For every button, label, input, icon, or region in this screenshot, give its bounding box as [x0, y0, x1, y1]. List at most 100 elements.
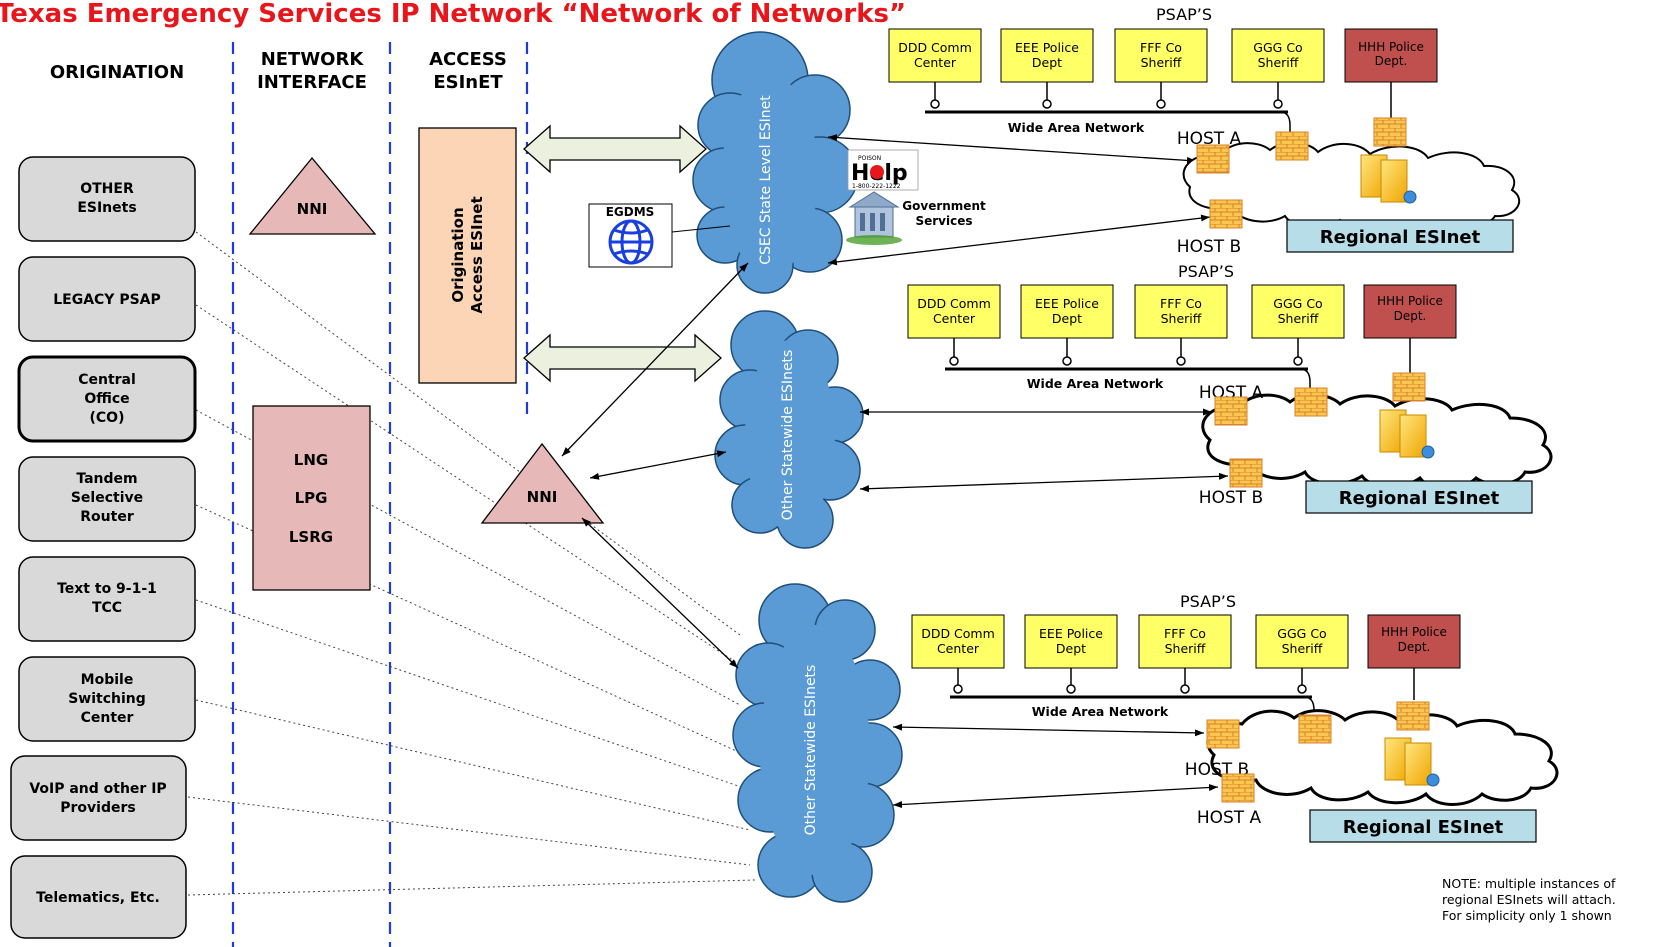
firewall-icon — [1373, 117, 1407, 147]
psap-box-ddd: DDD Comm Center — [888, 28, 982, 83]
origination-legacy-psap: LEGACY PSAP — [18, 256, 196, 342]
psap-box-ddd: DDD Comm Center — [907, 284, 1001, 339]
access-box-label: Origination — [449, 207, 467, 302]
column-separators — [231, 42, 529, 947]
psap-label: Dept — [1052, 311, 1082, 326]
wan-bus — [925, 82, 1392, 140]
server-icon — [1384, 737, 1440, 787]
origination-text-to-911: Text to 9-1-1 TCC — [18, 556, 196, 642]
regional-label: Regional ESInet — [1343, 817, 1504, 838]
column-heading-network-interface: NETWORK — [261, 49, 365, 70]
cloud-statewide-bottom-label: Other Statewide ESInets — [803, 665, 819, 836]
firewall-icon — [1206, 719, 1240, 749]
interface-label-lsrg: LSRG — [289, 528, 333, 546]
origination-telematics: Telematics, Etc. — [10, 855, 187, 939]
server-icon — [1379, 409, 1435, 459]
psap-box-fff: FFF Co Sheriff — [1134, 284, 1228, 339]
psap-label: FFF Co — [1160, 296, 1202, 311]
poison-help-phone: 1-800-222-1222 — [852, 183, 901, 190]
psap-heading: PSAP’S — [1178, 262, 1234, 281]
interface-box: LNG LPG LSRG — [252, 405, 371, 591]
psap-box-hhh: HHH Police Dept. — [1367, 614, 1461, 669]
box-label: LEGACY PSAP — [53, 292, 161, 308]
box-label: TCC — [92, 600, 122, 616]
dotted-connector — [187, 879, 756, 896]
interface-label-lpg: LPG — [295, 489, 328, 507]
host-b-label: HOST B — [1177, 237, 1241, 257]
arrow-nni-state — [561, 262, 749, 457]
interface-label-lng: LNG — [294, 451, 328, 469]
psap-box-eee: EEE Police Dept — [1000, 28, 1094, 83]
host-a-label: HOST A — [1197, 808, 1262, 828]
psap-box-ggg: GGG Co Sheriff — [1231, 28, 1325, 83]
poison-help-logo: POISON Help 1-800-222-1222 — [847, 149, 919, 191]
wan-label: Wide Area Network — [1008, 120, 1145, 135]
regional-label: Regional ESInet — [1339, 488, 1500, 509]
psap-label: GGG Co — [1277, 626, 1326, 641]
psap-heading: PSAP’S — [1180, 592, 1236, 611]
psap-label: Dept — [1032, 55, 1062, 70]
origination-other-esinets: OTHER ESInets — [18, 156, 196, 242]
dotted-connector — [195, 699, 751, 831]
column-heading-origination: ORIGINATION — [50, 62, 184, 83]
psap-label: DDD Comm — [917, 296, 991, 311]
column-heading-network-interface: INTERFACE — [257, 72, 367, 93]
egdms-connector — [671, 225, 731, 233]
diagram-title: Texas Emergency Services IP Network “Net… — [0, 0, 906, 29]
regional-label: Regional ESInet — [1320, 227, 1481, 248]
box-label: Tandem — [76, 471, 137, 487]
arrow-nni-statewide-top — [589, 450, 727, 480]
box-label: Providers — [60, 800, 135, 816]
box-label: Office — [84, 391, 129, 407]
psap-box-fff: FFF Co Sheriff — [1138, 614, 1232, 669]
psap-label: EEE Police — [1015, 40, 1079, 55]
psap-label: Sheriff — [1165, 641, 1206, 656]
psap-box-fff: FFF Co Sheriff — [1114, 28, 1208, 83]
psap-box-ggg: GGG Co Sheriff — [1255, 614, 1349, 669]
arrow-state-host-a-1 — [827, 134, 1197, 164]
origination-access-esinet: Origination Access ESInet — [418, 127, 517, 384]
box-label: Center — [81, 710, 134, 726]
psap-box-ggg: GGG Co Sheriff — [1251, 284, 1345, 339]
arrow-state-host-b-1 — [827, 214, 1211, 266]
psap-label: Sheriff — [1141, 55, 1182, 70]
connector-arrows — [561, 134, 1229, 808]
nni-main-label: NNI — [527, 488, 558, 506]
psap-label: Sheriff — [1282, 641, 1323, 656]
regional-label-box: Regional ESInet — [1309, 809, 1537, 843]
column-heading-access: ACCESS — [429, 49, 507, 70]
psap-label: DDD Comm — [921, 626, 995, 641]
psap-label: GGG Co — [1253, 40, 1302, 55]
box-label: Telematics, Etc. — [36, 890, 160, 906]
box-label: Mobile — [81, 672, 134, 688]
host-b-label: HOST B — [1199, 488, 1263, 508]
host-a-label: HOST A — [1177, 129, 1242, 149]
server-icon — [1360, 154, 1417, 204]
regional-group-2: PSAP’S DDD Comm Center EEE Police Dept F… — [907, 262, 1553, 514]
wan-bus — [950, 668, 1415, 725]
egdms-box: EGDMS — [588, 203, 673, 268]
nni-triangle-top: NNI — [248, 156, 377, 235]
origination-mobile-switching: Mobile Switching Center — [18, 656, 196, 742]
psap-label: HHH Police — [1377, 294, 1443, 308]
psap-label: GGG Co — [1273, 296, 1322, 311]
firewall-icon — [1214, 396, 1248, 426]
dotted-connector — [187, 796, 751, 866]
psap-label: Center — [937, 641, 980, 656]
psap-label: Dept. — [1398, 640, 1431, 654]
box-label: Router — [80, 509, 134, 525]
box-label: Central — [78, 372, 136, 388]
psap-box-hhh: HHH Police Dept. — [1344, 28, 1438, 83]
government-services-label: Government — [902, 199, 986, 213]
firewall-icon — [1298, 714, 1332, 744]
psap-label: EEE Police — [1035, 296, 1099, 311]
psap-label: Center — [914, 55, 957, 70]
wan-bus — [945, 338, 1411, 398]
diagram-note: NOTE: multiple instances of regional ESI… — [1442, 876, 1616, 923]
cloud-statewide-bottom — [732, 583, 903, 903]
dotted-connector — [195, 304, 741, 666]
firewall-icon — [1396, 701, 1430, 731]
wan-label: Wide Area Network — [1032, 704, 1169, 719]
psap-label: HHH Police — [1358, 40, 1424, 54]
